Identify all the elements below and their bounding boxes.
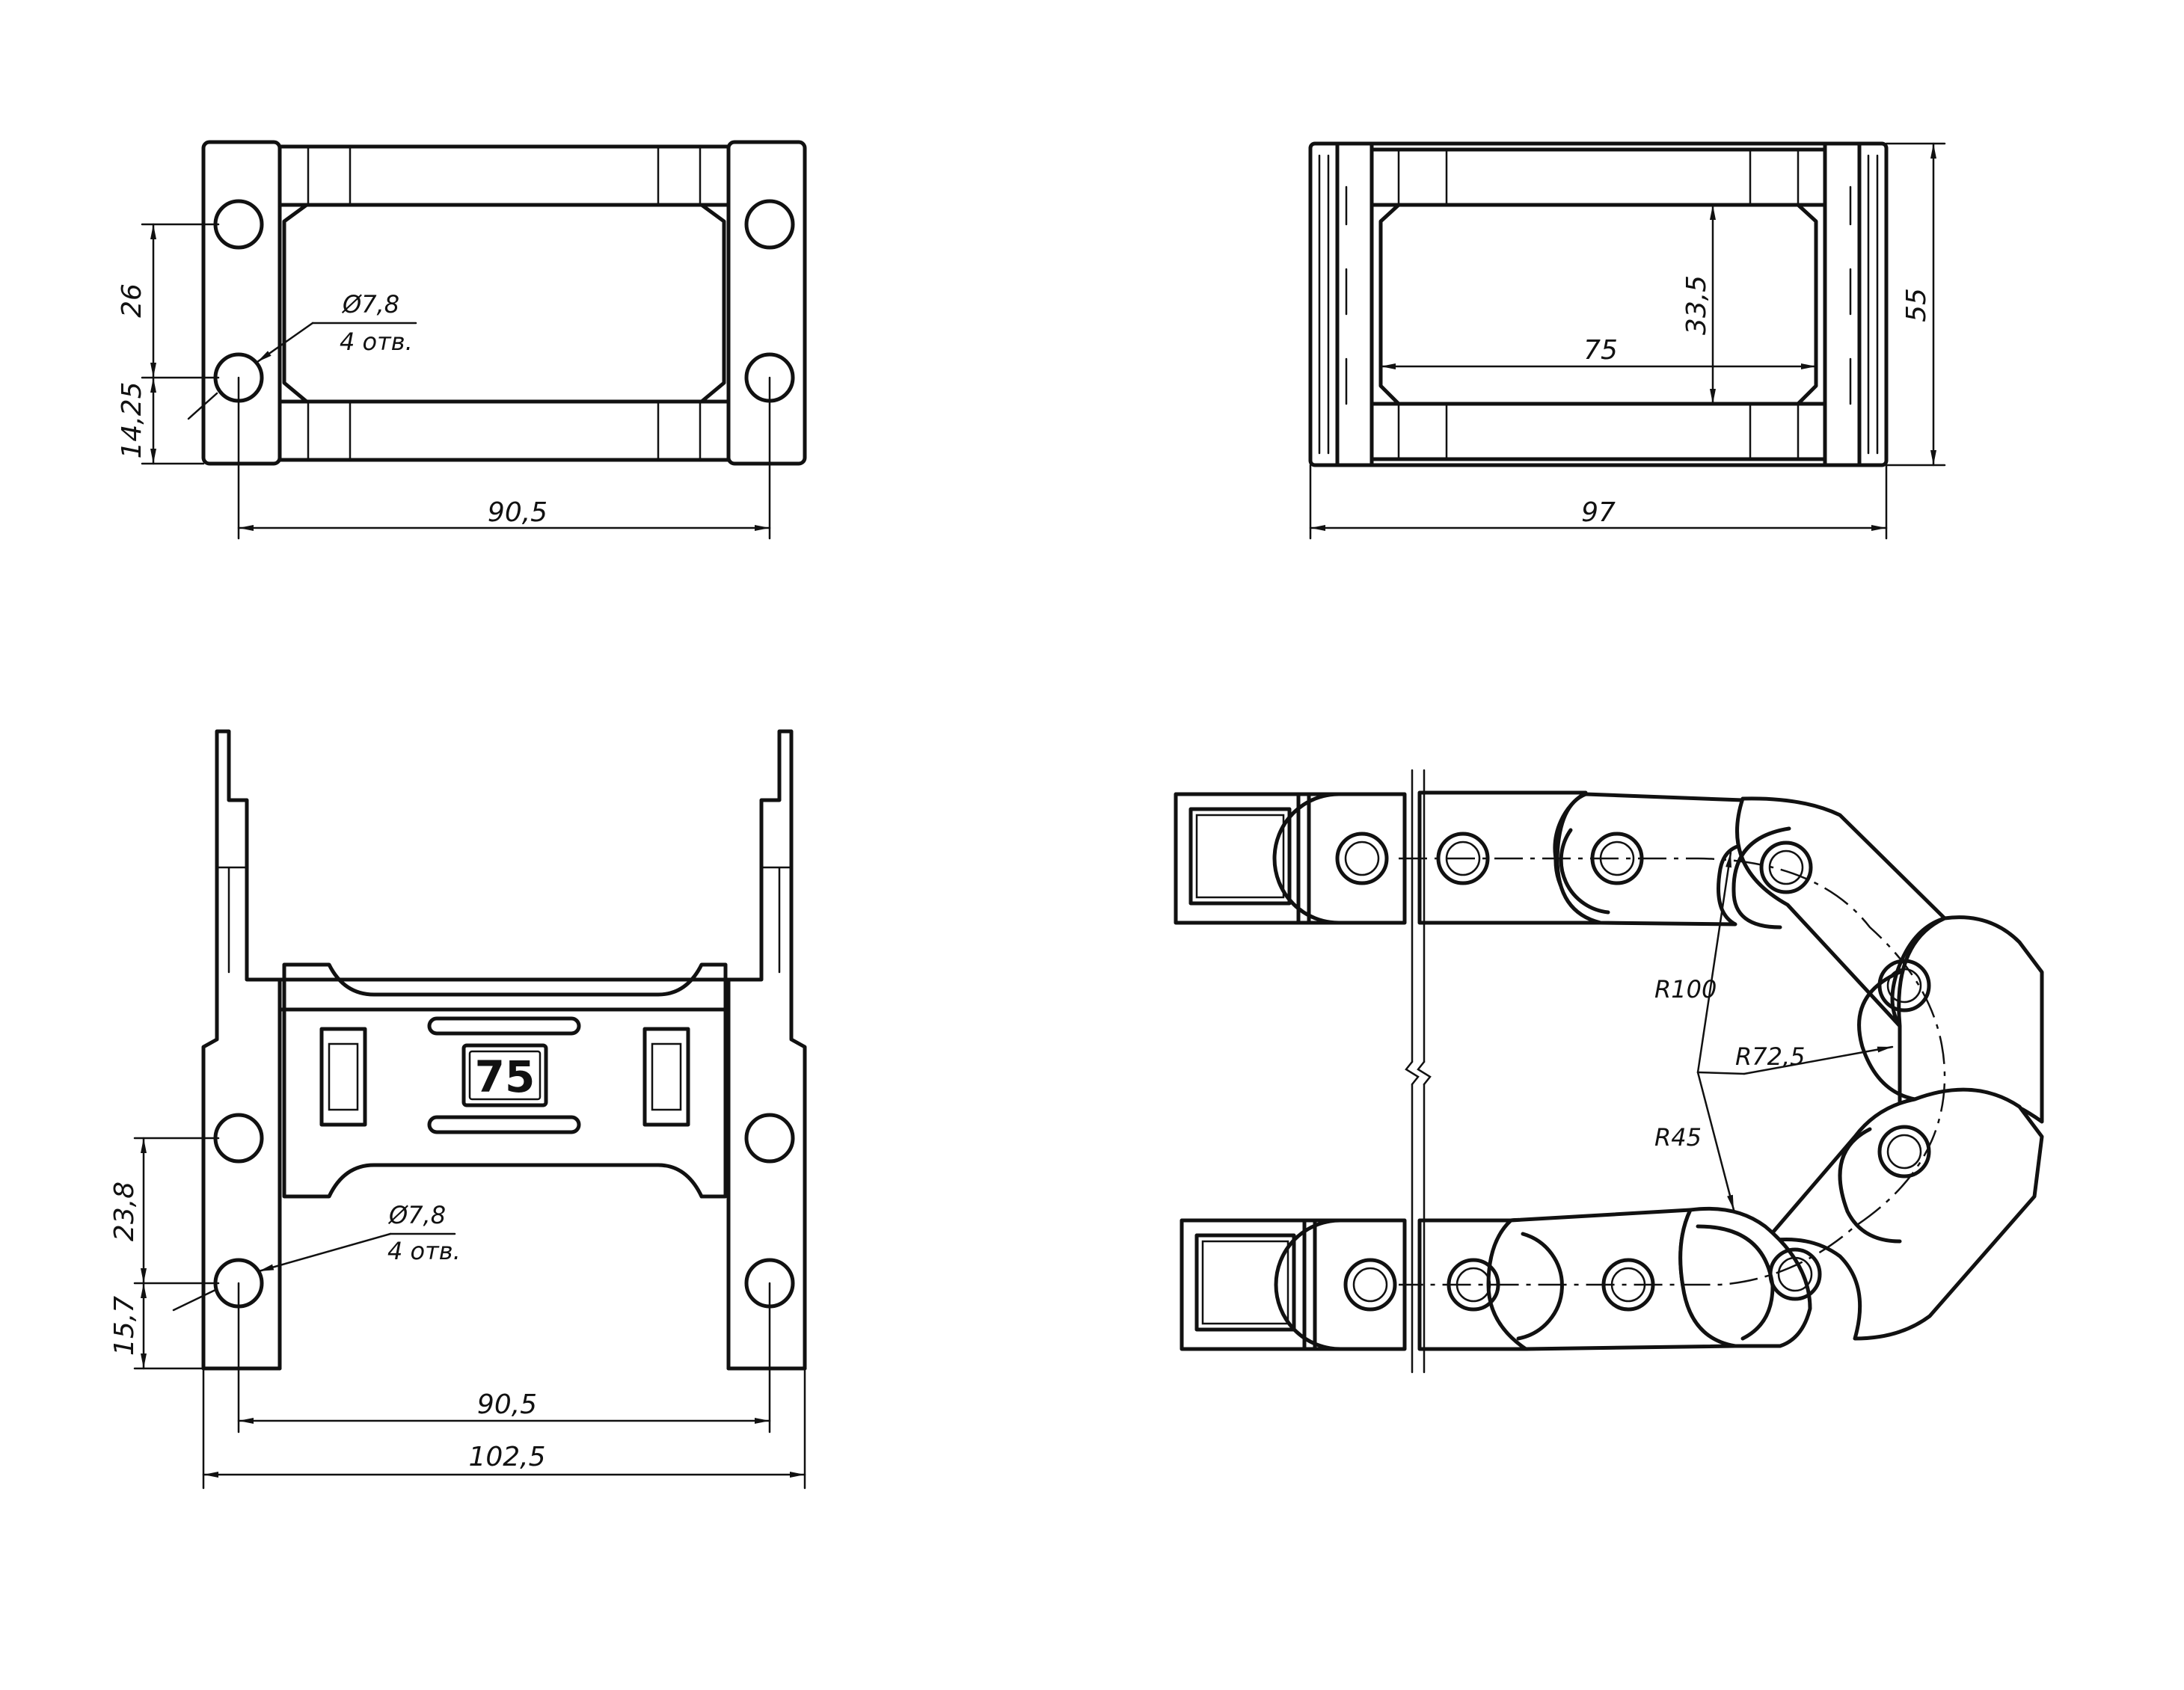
size-badge-label: 75 (475, 1051, 536, 1102)
bracket-outline (201, 729, 807, 1371)
end-bracket-top (1174, 792, 1311, 925)
radius-inner-label: R45 (1654, 1123, 1702, 1152)
dimension-vertical: 26 14,25 (117, 223, 220, 465)
hole-count-label: 4 отв. (340, 328, 413, 356)
radius-pitch-label: R72,5 (1735, 1042, 1805, 1071)
dimension-horizontal: 90,5 (237, 1282, 771, 1434)
dim-hole-spacing-v: 26 (117, 283, 147, 318)
end-bracket-bottom (1180, 1218, 1317, 1351)
dim-edge-to-hole: 14,25 (117, 381, 147, 458)
size-badge: 75 (461, 1043, 548, 1107)
link-outline (1308, 141, 1889, 467)
dimension-vertical: 23,8 15,7 (109, 1137, 220, 1370)
mounting-hole (213, 199, 264, 250)
dim-inner-height: 33,5 (1681, 275, 1712, 335)
dimension-horizontal: 90,5 (237, 376, 771, 540)
dim-outer-height: 55 (1901, 288, 1932, 322)
hole-count-label: 4 отв. (387, 1237, 461, 1265)
view-bottom-right: R100 R72,5 R45 (1174, 769, 2044, 1374)
mounting-hole (744, 1113, 795, 1164)
dim-hole-spacing-h: 90,5 (488, 497, 547, 528)
mounting-hole (744, 199, 795, 250)
dim-edge-to-hole: 15,7 (109, 1296, 140, 1356)
view-top-right: 33,5 75 97 55 (1308, 141, 1946, 540)
dim-overall-width: 102,5 (468, 1442, 545, 1472)
dimension-vertical: 55 (1885, 142, 1946, 467)
dim-hole-spacing-v: 23,8 (109, 1182, 140, 1241)
view-bottom-left: 75 23,8 15,7 90,5 102,5 (109, 729, 807, 1490)
radius-outer-label: R100 (1654, 975, 1717, 1004)
dimension-vertical: 33,5 (1681, 203, 1716, 405)
radius-callouts: R100 R72,5 R45 (1654, 851, 1894, 1211)
dim-outer-width: 97 (1581, 497, 1616, 528)
hole-callout: Ø7,8 4 отв. (187, 290, 417, 420)
dimension-horizontal: 97 (1309, 464, 1888, 540)
dimension-horizontal: 75 (1379, 335, 1818, 369)
hole-diameter-label: Ø7,8 (387, 1201, 446, 1229)
view-top-left: 26 14,25 90,5 Ø7,8 4 отв. (117, 140, 807, 540)
break-line (1405, 769, 1432, 1374)
dim-inner-width: 75 (1583, 335, 1618, 366)
hole-diameter-label: Ø7,8 (341, 290, 399, 319)
chain-bend (1678, 796, 2044, 1348)
mounting-hole (213, 1113, 264, 1164)
dim-hole-spacing-h: 90,5 (477, 1389, 537, 1420)
dimension-horizontal: 102,5 (202, 1367, 806, 1490)
bracket-outline (201, 140, 807, 466)
hole-callout: Ø7,8 4 отв. (172, 1201, 461, 1312)
